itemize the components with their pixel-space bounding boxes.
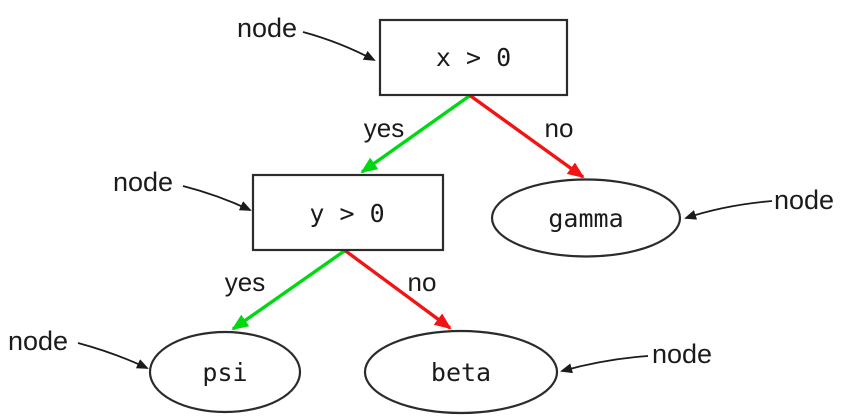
edge-root-yes (360, 94, 471, 174)
annotation-arrow (77, 342, 149, 369)
annotation-psi: node (8, 326, 149, 369)
annotation-label: node (8, 326, 68, 356)
edge-second-yes (231, 249, 346, 331)
root-node-label: x > 0 (436, 43, 511, 72)
tree-node-second: y > 0 (251, 173, 445, 252)
annotation-root: node (237, 13, 376, 61)
tree-node-root: x > 0 (378, 18, 569, 97)
second-node-label: y > 0 (309, 199, 384, 228)
edge-second-no (343, 249, 452, 330)
tree-node-gamma: gamma (490, 178, 682, 258)
annotation-arrow (684, 200, 773, 220)
gamma-node-label: gamma (548, 204, 623, 233)
annotation-label: node (237, 13, 297, 43)
annotation-arrow (182, 185, 252, 211)
second-node-rect (251, 173, 445, 252)
edge-label-yes: yes (225, 267, 265, 297)
annotation-beta: node (560, 339, 712, 374)
annotation-label: node (652, 339, 712, 369)
annotation-second: node (113, 167, 252, 211)
psi-node-label: psi (202, 358, 247, 387)
edge-label-no: no (545, 113, 574, 143)
edge-label-no: no (408, 267, 437, 297)
root-node-rect (378, 18, 569, 97)
edge-label-yes: yes (364, 113, 404, 143)
tree-node-psi: psi (148, 330, 302, 414)
annotation-label: node (113, 167, 173, 197)
annotation-label: node (774, 185, 834, 215)
psi-node-ellipse (148, 330, 302, 414)
beta-node-label: beta (431, 358, 491, 387)
annotation-arrow (302, 31, 376, 61)
gamma-node-ellipse (490, 178, 682, 258)
edge-root-no (469, 94, 585, 179)
tree-node-beta: beta (363, 329, 559, 415)
annotation-gamma: node (684, 185, 834, 220)
beta-node-ellipse (363, 329, 559, 415)
annotation-arrow (560, 355, 649, 374)
